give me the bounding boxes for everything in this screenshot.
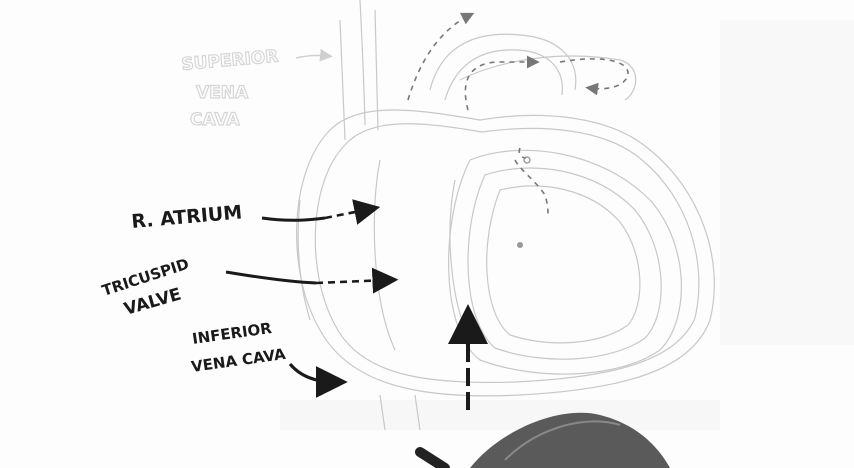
right-atrium-arrow-solid [261, 216, 326, 222]
superior-vena-cava-arrow [295, 48, 333, 62]
paper-panel [280, 400, 720, 430]
label-cava: CAVA [190, 110, 240, 130]
label-superior: SUPERIOR [181, 47, 279, 75]
tricuspid-arrow-dashed [315, 267, 399, 294]
inferior-vena-cava-arrow [288, 362, 348, 398]
label-vena: VENA [196, 83, 249, 103]
valve-marker [517, 242, 523, 248]
inferior-label: INFERIOR [191, 319, 273, 348]
valve-marker [523, 156, 531, 164]
paper-panel [720, 20, 854, 345]
blood-flow-dashed-paths [407, 12, 629, 216]
tricuspid-arrow-solid [225, 270, 317, 285]
vena-cava-label: VENA CAVA [190, 345, 287, 376]
right-atrium-label: R. ATRIUM [131, 201, 244, 233]
superior-vena-cava-label: SUPERIOR VENA CAVA [180, 46, 280, 131]
heart-outline [296, 0, 715, 431]
right-atrium-arrow-dashed [324, 199, 381, 225]
drawing-hand [415, 412, 670, 468]
